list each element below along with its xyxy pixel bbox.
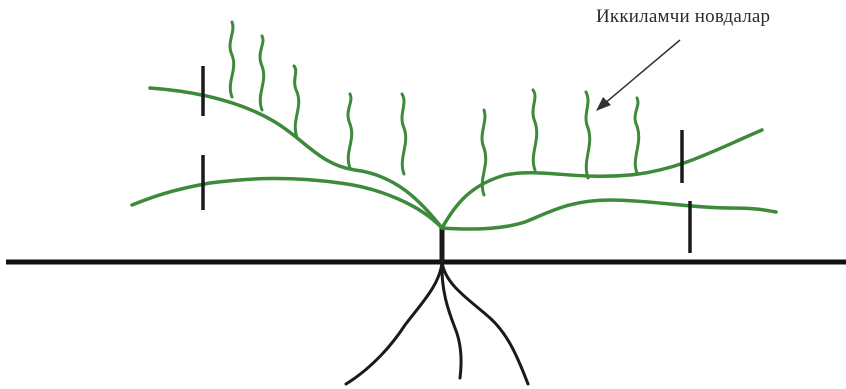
secondary-shoot-8 xyxy=(586,92,590,178)
secondary-shoot-4 xyxy=(348,94,352,168)
root-middle xyxy=(442,262,461,378)
arrow-line xyxy=(604,40,680,104)
main-shoots xyxy=(132,88,776,229)
secondary-shoot-2 xyxy=(260,36,264,110)
secondary-shoot-1 xyxy=(230,22,234,97)
root-right xyxy=(442,262,528,384)
secondary-shoot-9 xyxy=(635,98,639,173)
secondary-shoots xyxy=(230,22,639,195)
root-left xyxy=(346,262,442,384)
lower-right-arm xyxy=(442,200,776,229)
secondary-shoot-3 xyxy=(294,66,299,138)
annotation-label: Иккиламчи новдалар xyxy=(596,6,770,28)
roots xyxy=(346,262,528,384)
secondary-shoot-5 xyxy=(402,94,406,174)
upper-left-arm xyxy=(150,88,442,228)
upper-right-arm xyxy=(442,130,762,228)
secondary-shoot-7 xyxy=(533,90,537,170)
